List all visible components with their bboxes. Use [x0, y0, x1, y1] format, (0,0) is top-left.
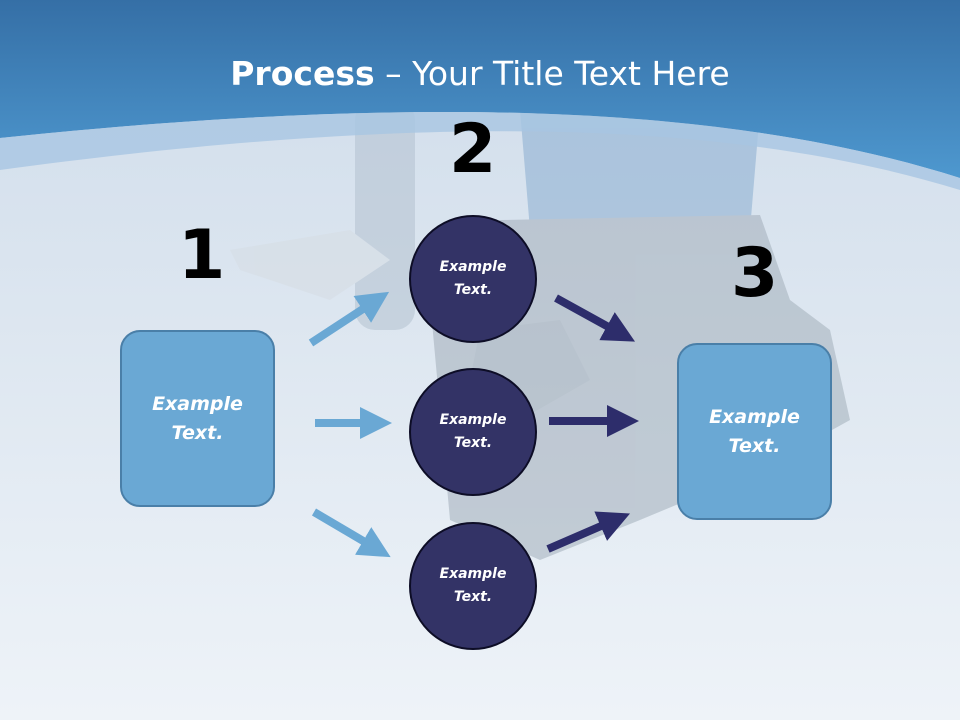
step-number-2: 2	[449, 110, 497, 189]
left-box: Example Text.	[120, 330, 275, 507]
slide-title: Process – Your Title Text Here	[0, 54, 960, 93]
circle-top: Example Text.	[409, 215, 537, 343]
right-box: Example Text.	[677, 343, 832, 520]
step-number-1: 1	[178, 216, 226, 295]
header-swoosh	[0, 111, 960, 190]
circle-bottom: Example Text.	[409, 522, 537, 650]
left-box-label: Example Text.	[152, 392, 243, 444]
circle-middle-label: Example Text.	[439, 412, 507, 451]
circle-bottom-label: Example Text.	[439, 566, 507, 605]
title-bold: Process	[230, 54, 375, 93]
circle-middle: Example Text.	[409, 368, 537, 496]
arrow-left-to-top	[308, 291, 390, 347]
header-band	[0, 0, 960, 178]
arrow-left-to-bottom	[311, 508, 391, 558]
title-rest: – Your Title Text Here	[374, 54, 730, 93]
right-box-label: Example Text.	[709, 405, 800, 457]
arrow-bottom-to-right	[546, 511, 631, 553]
circle-top-label: Example Text.	[439, 259, 507, 298]
arrow-top-to-right	[554, 294, 636, 342]
step-number-3: 3	[731, 234, 779, 313]
